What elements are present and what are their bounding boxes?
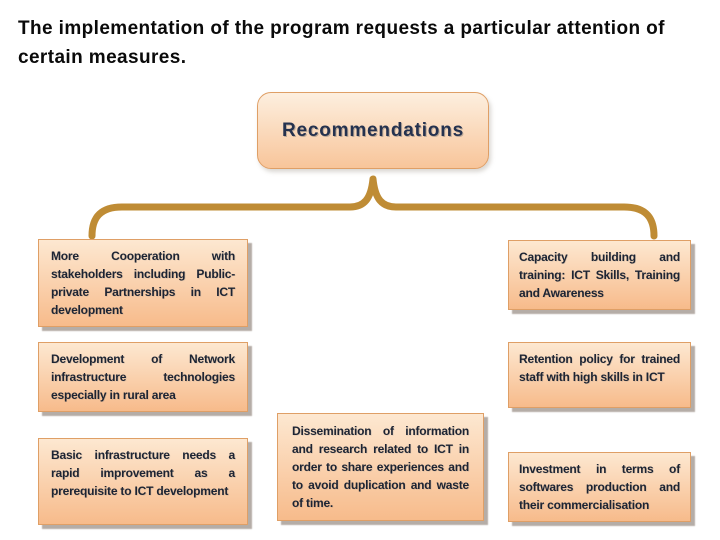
recommendation-text: Retention policy for trained staff with … <box>519 352 680 384</box>
recommendations-root-label: Recommendations <box>282 119 464 141</box>
recommendation-box-retention-policy: Retention policy for trained staff with … <box>508 342 691 408</box>
recommendation-box-cooperation: More Cooperation with stakeholders inclu… <box>38 239 248 327</box>
recommendation-text: Development of Network infrastructure te… <box>51 352 235 402</box>
recommendation-box-investment: Investment in terms of softwares product… <box>508 452 691 522</box>
recommendation-text: Dissemination of information and researc… <box>292 424 469 510</box>
slide-title: The implementation of the program reques… <box>18 18 665 68</box>
recommendations-root-box: Recommendations <box>257 92 489 169</box>
brace-path <box>88 175 658 240</box>
recommendation-box-dissemination: Dissemination of information and researc… <box>277 413 484 521</box>
recommendation-box-basic-infrastructure: Basic infrastructure needs a rapid impro… <box>38 438 248 525</box>
recommendation-text: Basic infrastructure needs a rapid impro… <box>51 448 235 498</box>
recommendation-text: More Cooperation with stakeholders inclu… <box>51 249 235 317</box>
recommendation-text: Capacity building and training: ICT Skil… <box>519 250 680 300</box>
recommendation-text: Investment in terms of softwares product… <box>519 462 680 512</box>
recommendation-box-network-infrastructure: Development of Network infrastructure te… <box>38 342 248 412</box>
recommendation-box-capacity-building: Capacity building and training: ICT Skil… <box>508 240 691 310</box>
